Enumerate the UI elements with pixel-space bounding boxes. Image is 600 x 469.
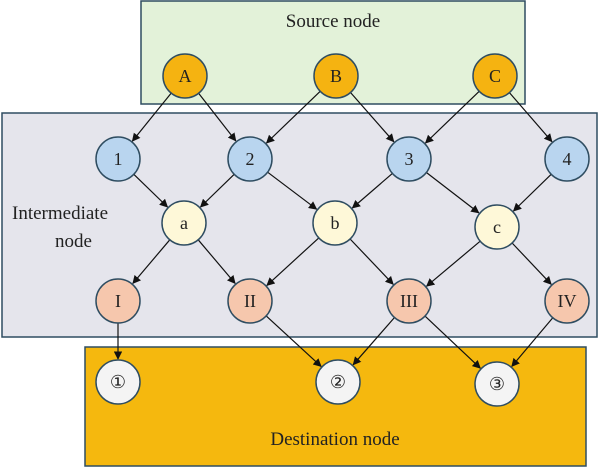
edge-C-to-n3 — [424, 90, 480, 144]
edge-IV-to-d3 — [511, 317, 554, 368]
node-c: c — [474, 204, 520, 250]
edge-III-to-d2 — [352, 317, 395, 366]
edge-A-to-n1 — [131, 92, 172, 142]
node-c-circle — [474, 204, 520, 250]
node-B-label: B — [330, 66, 342, 86]
edge-C-to-n4 — [508, 92, 553, 143]
node-C-label: C — [489, 66, 501, 86]
source-region-label: Source node — [286, 11, 380, 32]
node-C: C — [472, 53, 518, 99]
node-d2-circle — [315, 359, 361, 405]
edge-a-to-II — [197, 239, 236, 285]
node-III-circle — [386, 278, 432, 324]
node-d1: ① — [95, 359, 141, 405]
node-d3: ③ — [474, 361, 520, 407]
intermediate-region-label-line2: node — [55, 231, 92, 252]
node-d3-label: ③ — [489, 374, 505, 394]
destination-region-label: Destination node — [270, 429, 399, 450]
edge-A-to-n2 — [198, 92, 237, 142]
edge-B-to-n2 — [265, 90, 321, 144]
node-n2: 2 — [227, 136, 273, 182]
node-I: I — [95, 278, 141, 324]
node-n4-label: 4 — [563, 149, 572, 169]
node-b-circle — [312, 200, 358, 246]
node-B: B — [313, 53, 359, 99]
node-II-circle — [227, 278, 273, 324]
edge-B-to-n3 — [350, 92, 395, 143]
edge-b-to-II — [266, 237, 320, 286]
node-d1-circle — [95, 359, 141, 405]
node-n2-label: 2 — [246, 149, 255, 169]
node-d3-circle — [474, 361, 520, 407]
edge-n1-to-a — [133, 173, 169, 208]
node-IV-label: IV — [558, 291, 577, 311]
node-b: b — [312, 200, 358, 246]
node-I-label: I — [115, 291, 121, 311]
edge-c-to-IV — [511, 242, 552, 285]
node-n1-circle — [95, 136, 141, 182]
edge-n2-to-b — [267, 171, 318, 210]
edge-n2-to-a — [199, 173, 235, 208]
node-II: II — [227, 278, 273, 324]
node-III: III — [386, 278, 432, 324]
node-A-label: A — [179, 66, 192, 86]
node-IV-circle — [544, 278, 590, 324]
node-a-circle — [161, 200, 207, 246]
edges — [113, 90, 554, 369]
node-III-label: III — [400, 291, 418, 311]
edge-b-to-III — [349, 238, 394, 285]
edge-II-to-d2 — [265, 315, 322, 367]
node-n3-circle — [386, 136, 432, 182]
node-n1-label: 1 — [114, 149, 123, 169]
node-n4: 4 — [544, 136, 590, 182]
node-b-label: b — [331, 213, 340, 233]
node-n3: 3 — [386, 136, 432, 182]
node-d1-label: ① — [110, 372, 126, 392]
node-II-label: II — [244, 291, 256, 311]
node-n4-circle — [544, 136, 590, 182]
node-a-label: a — [180, 213, 188, 233]
edge-a-to-I — [132, 239, 171, 285]
edge-n4-to-c — [512, 173, 552, 212]
node-d2-label: ② — [330, 372, 346, 392]
node-d2: ② — [315, 359, 361, 405]
edge-n3-to-b — [351, 172, 393, 209]
intermediate-region-label-line1: Intermediate — [12, 203, 108, 224]
node-I-circle — [95, 278, 141, 324]
node-A: A — [162, 53, 208, 99]
node-n2-circle — [227, 136, 273, 182]
node-B-circle — [313, 53, 359, 99]
edge-c-to-III — [425, 240, 481, 287]
node-IV: IV — [544, 278, 590, 324]
node-n1: 1 — [95, 136, 141, 182]
edge-III-to-d3 — [424, 315, 481, 369]
node-A-circle — [162, 53, 208, 99]
node-a: a — [161, 200, 207, 246]
node-c-label: c — [493, 217, 501, 237]
node-n3-label: 3 — [405, 149, 414, 169]
node-C-circle — [472, 53, 518, 99]
edge-n3-to-c — [426, 172, 480, 214]
